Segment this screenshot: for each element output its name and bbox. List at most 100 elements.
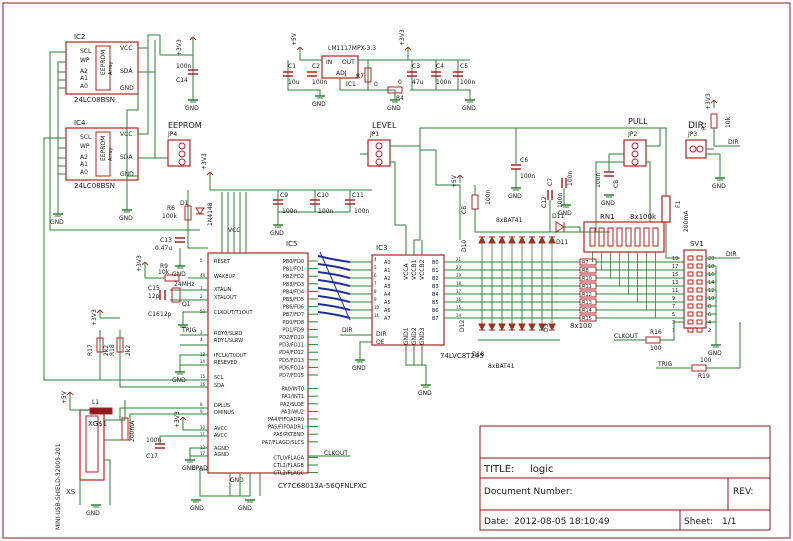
gnd-label-19: GND	[712, 183, 726, 190]
usb-board-label: MINI-USB-SHIELD-32005-201	[55, 443, 62, 530]
gnd-label-11: GND	[238, 505, 252, 512]
ic3-apin-2: A2	[384, 276, 391, 282]
rn1-network[interactable]: RN1 8x100k	[583, 213, 665, 318]
i2c-pullups[interactable]: +3V3 R17 2k2 R18 2k2	[87, 309, 132, 356]
xs-label: XS	[66, 488, 76, 496]
c7-c12-caps[interactable]: C7 100n C12 100n	[541, 171, 574, 208]
sv1-right-pin-4: 12	[708, 288, 714, 294]
ic4-part: 24LC08BSN	[74, 182, 115, 190]
ic5-rpin-8: PD0/FD8	[282, 320, 304, 326]
ic3-bpinnum-5: 16	[456, 297, 462, 302]
r6-d1[interactable]: R6 100k D1 1N4148	[162, 200, 214, 226]
rnet-label-6: R14	[582, 308, 592, 314]
jp1-level-jumper[interactable]: JP1 LEVEL	[367, 121, 397, 167]
ic3-dir: DIR	[376, 331, 387, 338]
jp2-pull-jumper[interactable]: JP2 PULL	[623, 117, 648, 167]
jp4-jumper[interactable]: JP4 EEPROM	[167, 121, 202, 167]
crystal-circuit[interactable]: C15 12p C16 12p 24MHz Q1	[148, 281, 194, 318]
ic3-apinnum-4: 8	[374, 289, 377, 294]
ic3-ref: IC3	[376, 244, 387, 252]
sheet-value: 1/1	[722, 517, 736, 527]
ic1-pin-out: OUT	[342, 59, 355, 66]
sv1-wires	[706, 257, 740, 345]
sv1-left-pin-6: 7	[672, 304, 675, 310]
d3-label: D10	[461, 240, 468, 252]
gnd-label-2: GND	[119, 215, 133, 222]
r5-val: 100n	[485, 190, 492, 205]
ic3-level-shifter[interactable]: IC3 74LVC8T245 A04A15A26A37A48A59A610A71…	[371, 244, 484, 360]
ic5-microcontroller[interactable]: VCC C14 IC5 CY7C68013A-56QFNLFXC GND RES…	[200, 227, 367, 490]
ic1-pin-in: IN	[326, 59, 332, 66]
date-label: Date:	[484, 517, 509, 527]
ic3-bpin-3: B3	[432, 284, 439, 290]
level-label: LEVEL	[372, 121, 397, 130]
diode-array-bottom[interactable]	[478, 262, 560, 341]
c14-capacitor[interactable]: 100n C14	[176, 63, 198, 84]
ic5-rpin-9: PD1/FD9	[282, 327, 304, 333]
ic3-apinnum-6: 10	[374, 305, 380, 310]
r19-resistor[interactable]: TRIG 100 R19	[656, 322, 741, 380]
ic4-pin-a0: A0	[80, 169, 88, 176]
trig-label: TRIG	[181, 327, 197, 334]
ic3-apinnum-1: 5	[374, 265, 377, 270]
r19-val: 100	[700, 357, 712, 364]
gnd-label-6: GND	[462, 105, 476, 112]
c12-val: 100n	[557, 193, 564, 208]
r17-val: 2k2	[103, 345, 110, 356]
c3-c4-c5-caps[interactable]: C3 47u C4 100n C5 100n	[407, 63, 475, 86]
ic5-rpin-20: PA4/FIFOADR0	[268, 417, 304, 423]
c4-ref: C4	[436, 63, 444, 70]
v33-label-2: +3V3	[399, 29, 406, 46]
ic3-part: 74LVC8T245	[440, 352, 484, 360]
r16-resistor[interactable]: CLKOUT R16 100	[614, 321, 684, 352]
c2-val: 100n	[312, 79, 327, 86]
c1-c2-caps[interactable]: C1 10u C2 100n	[283, 63, 327, 86]
ic2-eeprom[interactable]: IC2 24LC08BSN SCL WP A2 A1 A0 VCC SDA GN…	[65, 33, 139, 104]
diode-array-top[interactable]	[478, 231, 560, 318]
c10-ref: C10	[317, 192, 329, 199]
ic2-pin-sda: SDA	[120, 68, 133, 75]
jp2-ref: JP2	[627, 131, 637, 138]
r1-resistor[interactable]: R1 10k	[701, 113, 732, 130]
c13-capacitor[interactable]: C13 0.47u	[155, 237, 185, 252]
r9-resistor[interactable]: R9 10k	[144, 263, 180, 282]
r7-resistor[interactable]: R7 0	[356, 67, 378, 88]
r16-ref: R16	[650, 329, 662, 336]
rn1-element-1	[598, 227, 605, 247]
ic3-gnd3: GND3	[419, 327, 426, 345]
c2-ref: C2	[312, 63, 320, 70]
dir-jp-wires	[706, 128, 740, 178]
ic5-pin-9: SCL	[214, 375, 224, 381]
rnet-label-0: R7	[582, 260, 589, 266]
ic3-vccb1: VCCB1	[411, 259, 418, 280]
bot-diode-5	[528, 262, 536, 332]
c6-capacitor[interactable]: C6 100n	[511, 157, 535, 180]
ic2-pin-wp: WP	[80, 57, 90, 64]
r5-resistor[interactable]: C8 100n	[461, 185, 610, 233]
c9-c10-c11[interactable]: C9 100n C10 100n C11 100n	[273, 192, 369, 215]
c17-capacitor[interactable]: 100n C17	[146, 437, 165, 460]
f1-val: 200mA	[683, 210, 690, 232]
ic5-pin-1: WAKEUP	[214, 274, 235, 280]
ic2-pin-a1: A1	[80, 75, 88, 82]
ic5-rpin-11: PD3/FD11	[279, 343, 304, 349]
c8-capacitor[interactable]: 100n 100n C8 C8	[595, 171, 620, 188]
c10-val: 100n	[318, 208, 333, 215]
ic3-vcca: VCCA	[403, 263, 410, 280]
ic3-bpinnum-4: 17	[456, 289, 462, 294]
c13-ref: C13	[160, 237, 172, 244]
net-trig-left: TRIG	[180, 327, 200, 336]
ic5-pinnum-12: 9	[200, 409, 203, 414]
ic3-apinnum-0: 4	[374, 257, 377, 262]
c8-ref-label: C8	[613, 180, 620, 188]
ic3-apin-0: A0	[384, 260, 391, 266]
r1-ref: R1	[701, 122, 708, 130]
l1-inductor[interactable]: L1 200mA	[89, 399, 136, 442]
rnet-label-4: R12	[582, 292, 592, 298]
r4-resistor[interactable]: R4 0	[387, 79, 404, 102]
